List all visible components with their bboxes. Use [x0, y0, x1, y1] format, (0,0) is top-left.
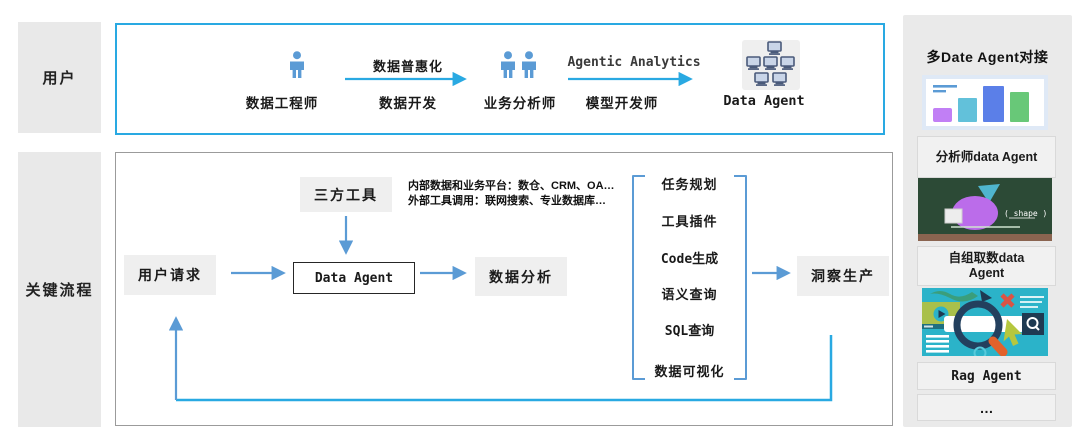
analyst-agent-label: 分析师data Agent — [935, 149, 1038, 164]
right-panel-title: 多Date Agent对接 — [926, 49, 1049, 65]
insight-production-box: 洞察生产 — [797, 256, 889, 296]
platform-notes: 内部数据和业务平台：数仓、CRM、OA… 外部工具调用：联网搜索、专业数据库… — [408, 179, 615, 208]
people-icon — [498, 51, 540, 79]
arrow1-label: 数据普惠化 — [372, 59, 443, 74]
bar-chart-thumbnail — [922, 75, 1048, 130]
role-data-agent-label: Data Agent — [723, 93, 805, 109]
computers-icon — [742, 40, 800, 90]
rag-agent-card: Rag Agent — [917, 362, 1056, 390]
more-agents-card: … — [917, 394, 1056, 421]
search-thumbnail — [922, 288, 1048, 356]
third-party-tools-box: 三方工具 — [300, 177, 392, 212]
data-analysis-box: 数据分析 — [475, 257, 567, 296]
role-engineer-label: 数据工程师 — [245, 96, 319, 111]
role-model-dev-label: 模型开发师 — [585, 96, 659, 111]
shape-caption: ( shape ) — [1004, 209, 1047, 218]
arrow2-label: Agentic Analytics — [567, 55, 701, 70]
analyst-agent-card: 分析师data Agent — [917, 136, 1056, 178]
capability-item: 数据可视化 — [654, 364, 725, 379]
capability-item: 工具插件 — [661, 214, 718, 229]
role-dev-label: 数据开发 — [379, 96, 437, 111]
capability-item: 任务规划 — [661, 177, 718, 192]
chalkboard-thumbnail: ( shape ) — [918, 178, 1052, 241]
process-row-label: 关键流程 — [18, 152, 101, 427]
self-service-agent-card: 自组取数data Agent — [917, 246, 1056, 286]
capability-item: SQL查询 — [664, 324, 715, 339]
data-agent-box: Data Agent — [293, 262, 415, 294]
note-line-2: 外部工具调用：联网搜索、专业数据库… — [408, 194, 606, 207]
self-service-agent-label: 自组取数data Agent — [948, 251, 1025, 280]
user-request-box: 用户请求 — [124, 255, 216, 295]
capability-item: 语义查询 — [661, 287, 718, 302]
capability-item: Code生成 — [660, 252, 719, 267]
role-analyst-label: 业务分析师 — [483, 96, 557, 111]
person-icon — [286, 51, 308, 79]
note-line-1: 内部数据和业务平台：数仓、CRM、OA… — [408, 180, 615, 192]
users-row-label: 用户 — [18, 22, 101, 133]
